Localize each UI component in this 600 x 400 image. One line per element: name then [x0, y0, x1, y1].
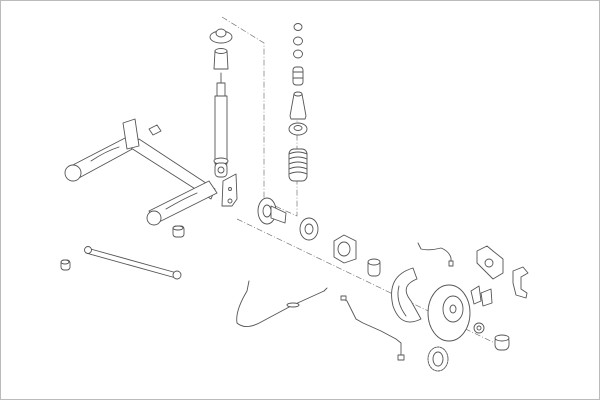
brake-caliper — [476, 245, 504, 280]
brake-disc — [427, 284, 471, 342]
axle-nut — [473, 322, 485, 334]
wheel-bearing — [299, 217, 319, 241]
dust-cap — [494, 334, 510, 351]
axle-bracket — [221, 173, 238, 207]
bump-stop — [213, 48, 229, 70]
handbrake-cable — [236, 280, 328, 327]
tie-rod — [84, 246, 182, 280]
caliper-bracket — [512, 266, 529, 299]
brake-backing-plate — [391, 267, 422, 323]
axle-bushing — [172, 225, 185, 238]
spring-seat — [288, 122, 308, 136]
brake-pads — [470, 285, 493, 307]
rear-axle-beam — [64, 118, 218, 226]
tie-rod-bushing — [60, 259, 71, 271]
shock-absorber — [213, 72, 229, 178]
abs-ring — [427, 346, 449, 372]
wheel-hub — [333, 234, 357, 264]
coil-spring — [288, 148, 308, 182]
hub-bearing — [367, 258, 381, 277]
spring-seat-stack — [292, 23, 304, 86]
brake-hose — [417, 242, 454, 267]
dust-boot — [289, 91, 307, 120]
stub-axle — [257, 197, 287, 225]
top-mount — [209, 28, 233, 44]
abs-sensor — [340, 295, 405, 361]
